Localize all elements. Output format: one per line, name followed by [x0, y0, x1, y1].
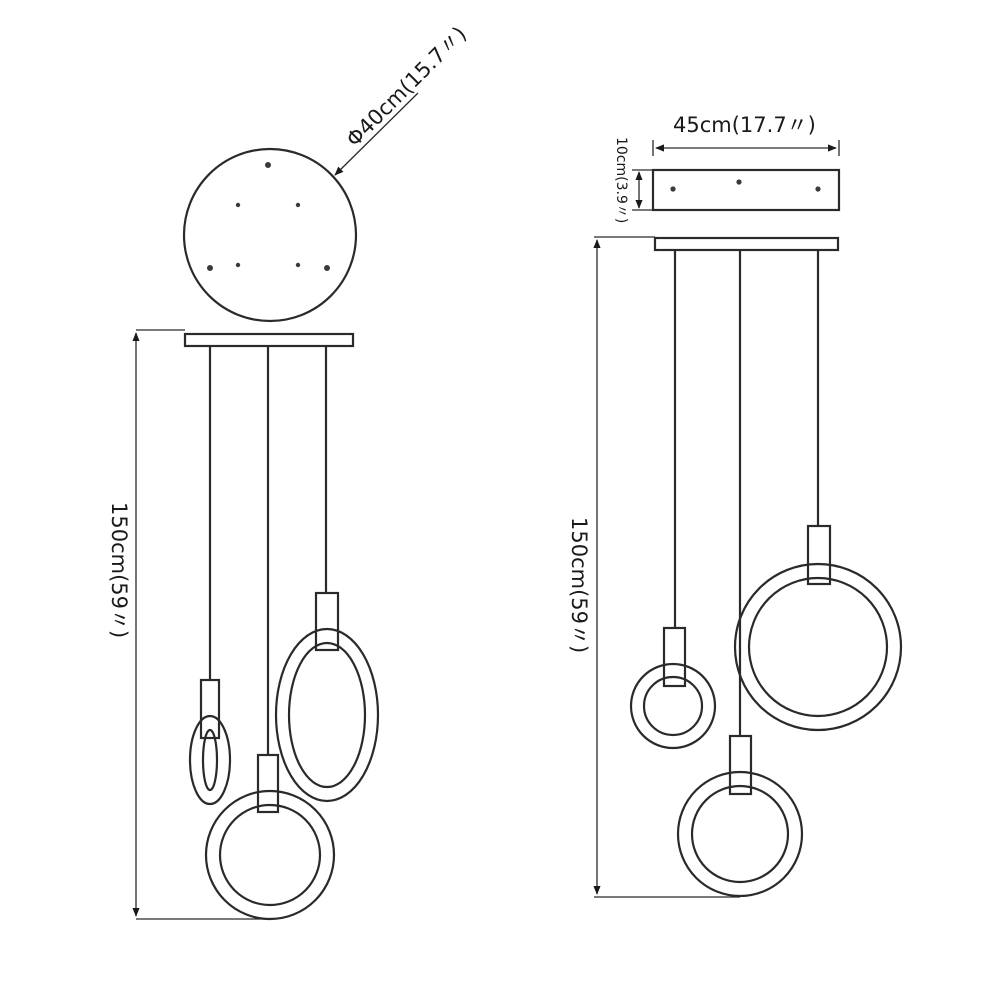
oval-ring-pendant — [274, 591, 380, 803]
canopy-plate-side — [183, 332, 355, 348]
medium-ring-pendant-right — [676, 734, 804, 898]
small-ring-pendant-right — [629, 626, 717, 750]
diameter-label: Φ40cm(15.7〃) — [342, 22, 472, 152]
canopy-height-label: 10cm(3.9〃) — [613, 137, 629, 223]
width-label: 45cm(17.7〃) — [673, 113, 816, 137]
canopy-plate-side-right — [653, 236, 840, 252]
rectangular-canopy-top-view — [651, 168, 841, 212]
large-ring-pendant — [204, 753, 336, 921]
height-dimension-left: 150cm(59〃) — [107, 329, 270, 920]
diameter-callout: Φ40cm(15.7〃) — [334, 22, 472, 176]
width-dimension: 45cm(17.7〃) — [652, 113, 840, 156]
height-label-right: 150cm(59〃) — [567, 517, 591, 653]
round-canopy-top-view — [182, 147, 358, 323]
left-view: Φ40cm(15.7〃) — [107, 22, 472, 921]
height-label-left: 150cm(59〃) — [107, 502, 131, 638]
small-ring-pendant — [188, 678, 232, 806]
height-dimension-right: 150cm(59〃) — [567, 236, 740, 898]
large-ring-pendant-right — [733, 524, 903, 732]
right-view: 45cm(17.7〃) 10cm(3.9〃) — [567, 113, 903, 898]
canopy-height-dimension: 10cm(3.9〃) — [613, 137, 653, 223]
